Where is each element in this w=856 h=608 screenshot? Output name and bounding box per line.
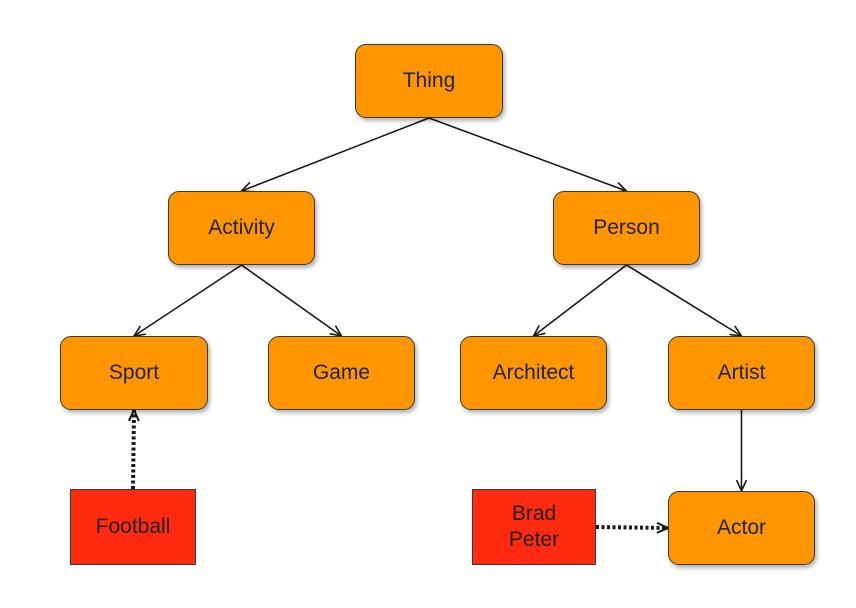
edge-person-to-artist (626, 264, 744, 338)
edge-thing-to-activity (239, 117, 430, 193)
edge-person-to-architect (531, 264, 627, 338)
node-sport: Sport (60, 336, 208, 410)
edge-activity-to-sport (132, 264, 242, 338)
node-artist: Artist (668, 336, 815, 410)
node-football: Football (70, 489, 196, 565)
edge-brad_peter-to-actor (595, 527, 668, 528)
node-person: Person (553, 191, 700, 265)
node-actor: Actor (668, 491, 815, 565)
node-brad-peter: Brad Peter (472, 489, 596, 565)
node-thing: Thing (355, 44, 503, 118)
node-activity: Activity (168, 191, 315, 265)
node-architect: Architect (460, 336, 607, 410)
node-game: Game (268, 336, 415, 410)
edge-activity-to-game (241, 264, 344, 338)
edge-thing-to-person (428, 117, 629, 193)
edge-football-to-sport (133, 410, 134, 490)
